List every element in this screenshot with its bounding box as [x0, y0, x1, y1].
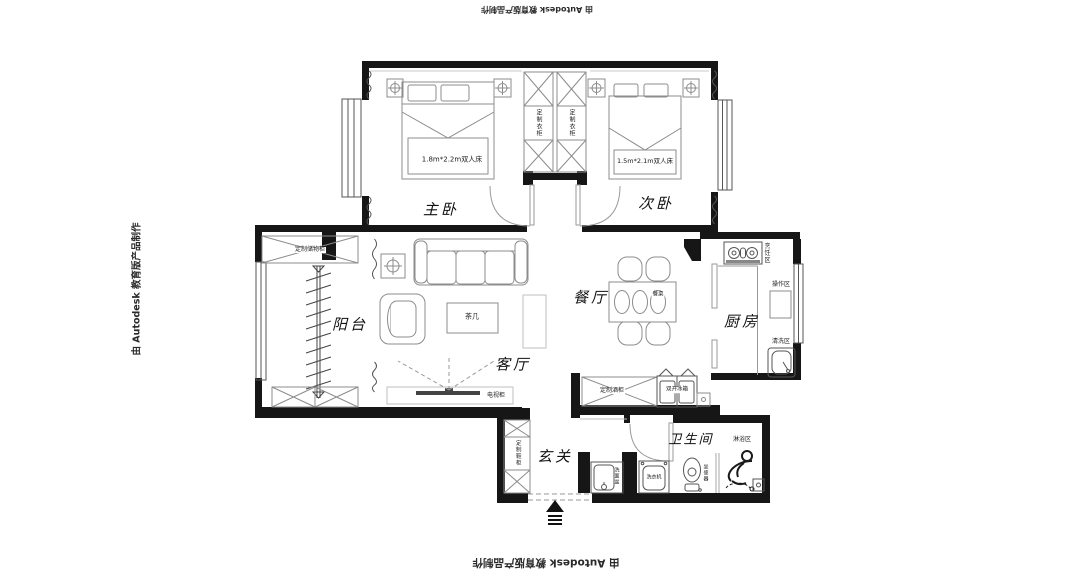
label-wardrobe-left: 定制衣柜	[534, 109, 542, 137]
room-label-entry: 玄关	[536, 447, 574, 466]
sofa	[413, 238, 529, 286]
label-toilet: 坐便器	[702, 464, 709, 482]
entry-door	[528, 493, 592, 525]
nightstand-lamp-icon	[682, 78, 700, 98]
basin-icon	[590, 461, 624, 494]
doors	[489, 184, 718, 525]
label-prep-area: 操作区	[771, 281, 791, 288]
dining-chair	[645, 320, 671, 346]
wardrobe-divider	[552, 71, 558, 173]
room-label-balcony: 阳台	[331, 315, 369, 334]
prep-counter	[769, 290, 792, 319]
kitchen-sliding-door	[711, 263, 718, 369]
label-fridge: 双开冰箱	[664, 386, 690, 393]
side-table-lamp	[380, 253, 406, 279]
label-cooking-area: 烹饪区	[763, 242, 770, 264]
bay-window-right	[717, 99, 733, 191]
sink-icon	[767, 347, 796, 378]
label-storage-cabinet: 定制储物柜	[293, 246, 327, 253]
wardrobe-right	[556, 71, 587, 173]
watermark-left: 由 Autodesk 教育版产品制作	[131, 222, 143, 356]
toilet-icon	[683, 457, 702, 492]
bay-window-left	[341, 98, 362, 198]
label-wine-cabinet: 定制酒柜	[598, 387, 626, 394]
balcony-window	[255, 261, 267, 381]
corner-unit	[696, 392, 711, 407]
label-wardrobe-right: 定制衣柜	[567, 109, 575, 137]
wardrobes	[523, 71, 587, 173]
kitchen-window	[793, 263, 804, 344]
dining-chair	[617, 320, 643, 346]
second-bed	[608, 83, 682, 180]
label-master-bed: 1.8m*2.2m双人床	[421, 155, 483, 164]
shower-partition	[715, 453, 720, 493]
label-second-bed: 1.5m*2.1m双人床	[616, 156, 674, 165]
column-wedge	[684, 239, 701, 261]
dining-chair	[645, 256, 671, 282]
tea-table	[446, 302, 499, 334]
entry-arrow-icon	[546, 500, 564, 512]
room-label-master-bedroom: 主卧	[422, 200, 460, 219]
room-label-dining-room: 餐厅	[572, 288, 610, 307]
armchair	[379, 293, 426, 345]
side-table	[522, 294, 547, 349]
master-bed	[401, 81, 495, 180]
wardrobe-left	[523, 71, 554, 173]
dining-chair	[617, 256, 643, 282]
label-shower-area: 淋浴区	[732, 436, 752, 443]
label-shoe-cabinet: 定制鞋柜	[513, 440, 521, 466]
label-dining-table: 餐桌	[651, 291, 665, 298]
tv-icon	[416, 391, 480, 395]
windows	[255, 98, 804, 381]
tv-view-lines	[397, 357, 495, 391]
label-washing-machine: 洗衣机	[645, 474, 663, 481]
floor-drain-icon	[752, 478, 765, 492]
label-tv-cabinet: 电视柜	[486, 392, 506, 399]
room-label-kitchen: 厨房	[723, 312, 761, 331]
nightstands	[386, 78, 700, 98]
label-basin: 洗面盆	[613, 467, 620, 485]
washing-machine-icon	[638, 460, 670, 494]
wall-break-squiggles	[366, 70, 717, 393]
tv-cabinet	[386, 357, 514, 405]
balcony-bottom-cabinet	[271, 386, 359, 408]
drying-rack	[305, 265, 332, 399]
room-label-second-bedroom: 次卧	[637, 194, 675, 213]
walls	[255, 61, 801, 503]
master-bedroom-door	[489, 184, 535, 227]
label-wash-area: 清洗区	[771, 338, 791, 345]
room-label-bathroom: 卫生间	[668, 432, 714, 448]
label-tea-table: 茶几	[465, 312, 479, 321]
second-bedroom-door	[575, 184, 621, 227]
nightstand-lamp-icon	[493, 78, 512, 98]
kitchen-counter	[718, 265, 758, 375]
watermark-bottom: 由 Autodesk 教育版产品制作	[472, 556, 620, 569]
dining-set	[608, 256, 677, 346]
shoe-cabinet	[503, 419, 531, 494]
shower-person-icon	[725, 450, 755, 492]
watermark-top: 由 Autodesk 教育版产品制作	[480, 5, 594, 14]
stove-icon	[723, 241, 763, 265]
nightstand-lamp-icon	[386, 78, 404, 98]
room-label-living-room: 客厅	[494, 355, 532, 374]
nightstand-lamp-icon	[587, 78, 606, 98]
